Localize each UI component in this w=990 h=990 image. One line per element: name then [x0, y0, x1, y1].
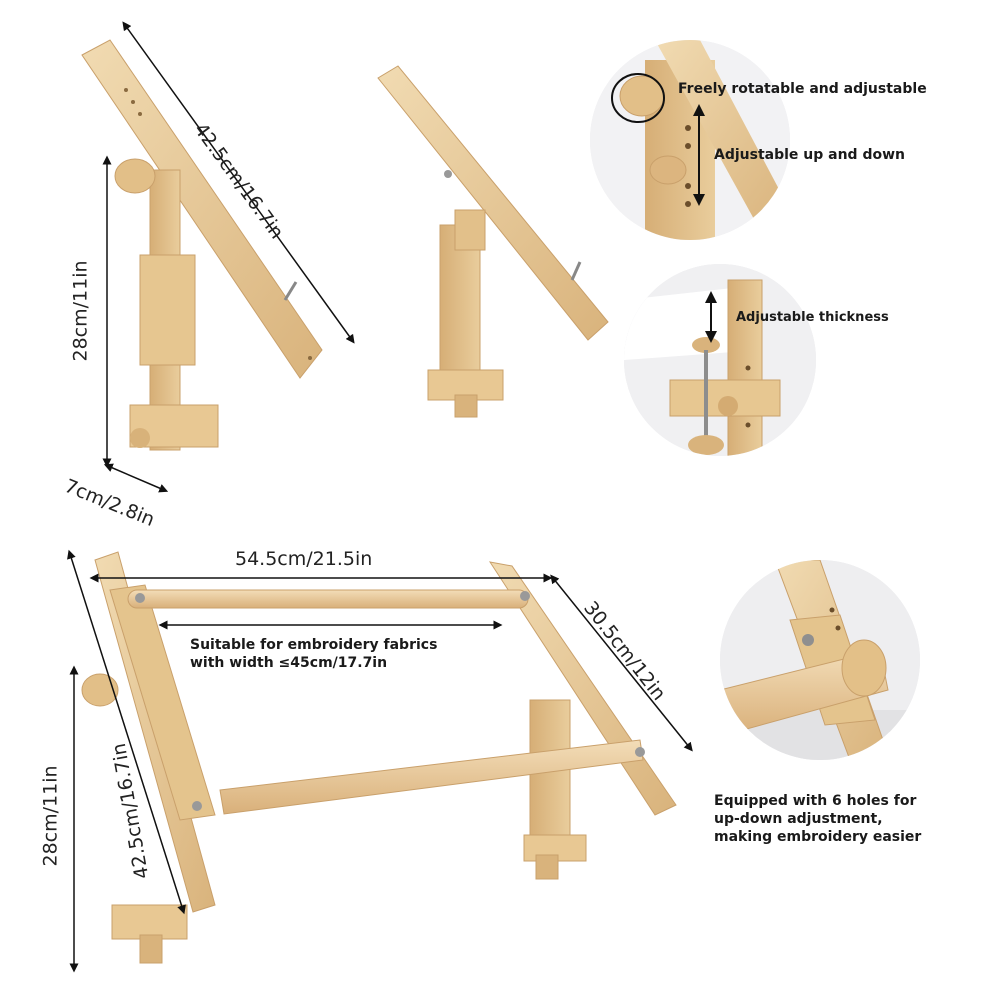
callout-six-holes: Equipped with 6 holes for up-down adjust…: [714, 792, 921, 846]
detail-circle-rotation: [590, 40, 790, 240]
callout-holes-line2: up-down adjustment,: [714, 811, 883, 827]
callout-rotatable: Freely rotatable and adjustable: [678, 81, 927, 97]
callout-fabric-line2: with width ≤45cm/17.7in: [190, 655, 388, 671]
stand-angled-view: [377, 65, 609, 418]
callout-fabric-width: Suitable for embroidery fabrics with wid…: [190, 636, 437, 672]
callout-holes-line1: Equipped with 6 holes for: [714, 793, 917, 809]
stand-side-view: [81, 39, 323, 451]
detail-circle-holes: [720, 560, 920, 760]
dim-bottom-height: 28cm/11in: [39, 765, 62, 867]
dim-width: 54.5cm/21.5in: [235, 548, 373, 570]
callout-thickness: Adjustable thickness: [736, 310, 889, 325]
detail-circle-clamp: [624, 264, 816, 456]
callout-holes-line3: making embroidery easier: [714, 829, 922, 845]
callout-fabric-line1: Suitable for embroidery fabrics: [190, 637, 438, 653]
callout-up-down: Adjustable up and down: [714, 147, 905, 163]
dim-top-height: 28cm/11in: [69, 260, 92, 362]
